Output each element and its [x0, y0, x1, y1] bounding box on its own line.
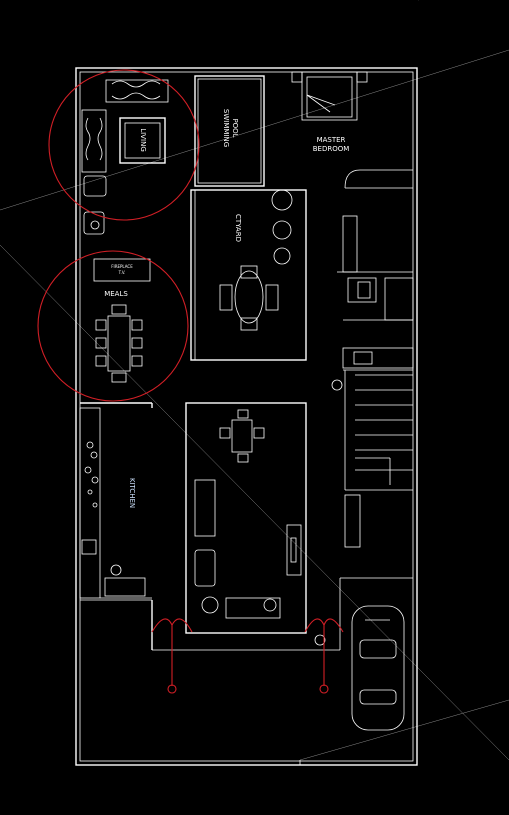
family-room — [185, 402, 307, 634]
courtyard-dining-set — [219, 189, 293, 331]
room-labels: LIVING SWIMMING POOL MASTER BEDROOM CTYA… — [104, 109, 349, 508]
car — [351, 605, 405, 731]
label-master-bedroom-line2: BEDROOM — [313, 145, 350, 153]
label-meals: MEALS — [104, 290, 128, 298]
bath-and-stairs — [337, 215, 414, 548]
label-swimming-pool-1: SWIMMING — [222, 109, 230, 147]
label-fireplace: FIREPLACE — [111, 264, 133, 269]
label-ctyard: CTYARD — [234, 214, 242, 242]
family-furniture — [194, 409, 281, 619]
label-living: LIVING — [139, 128, 147, 151]
outer-walls — [75, 67, 418, 766]
fireplace-tv — [93, 258, 151, 282]
label-kitchen: KITCHEN — [128, 478, 136, 508]
master-bedroom — [291, 71, 413, 189]
red-markup — [37, 69, 344, 694]
label-master-bedroom-line1: MASTER — [317, 136, 346, 144]
kitchen-counter — [79, 407, 152, 599]
label-tv: T.V. — [118, 270, 126, 275]
label-swimming-pool-2: POOL — [231, 118, 239, 137]
living-furniture — [81, 79, 169, 235]
courtyard — [190, 189, 307, 361]
construction-guides — [0, 0, 509, 761]
meals-dining-table — [95, 304, 143, 383]
people-figures — [90, 220, 343, 646]
